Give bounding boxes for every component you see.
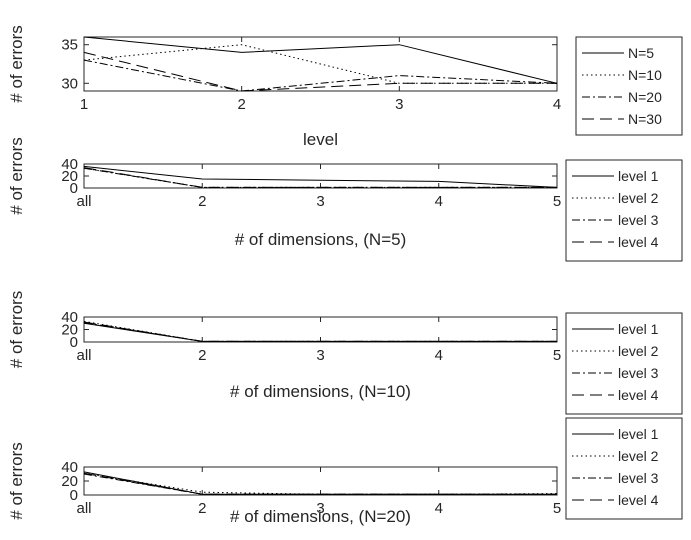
panel-3-xtick-label: 4 — [435, 347, 443, 364]
panel-4-x-axis-label: # of dimensions, (N=20) — [230, 507, 411, 526]
panel-4-legend-label-1: level 1 — [618, 426, 659, 442]
panel-1-ytick-label: 30 — [61, 75, 78, 92]
panel-2-y-axis-label: # of errors — [7, 137, 26, 214]
panel-2-legend-box — [565, 159, 683, 262]
panel-1-xtick-label: 3 — [395, 96, 403, 113]
panel-3-legend-label-2: level 2 — [618, 343, 659, 359]
panel-4-legend-label-4: level 4 — [618, 492, 659, 508]
panel-3-xtick-label: 5 — [553, 347, 561, 364]
panel-3-ytick-label: 20 — [61, 322, 78, 339]
panel-1-legend-label-4: N=30 — [628, 111, 662, 127]
panel-2-legend-label-4: level 4 — [618, 234, 659, 250]
panel-3-legend-label-4: level 4 — [618, 387, 659, 403]
panel-1-legend-label-2: N=10 — [628, 67, 662, 83]
panel-4-legend-box — [565, 417, 683, 520]
panel-3-series-line-3 — [83, 322, 557, 342]
panel-2-ytick-label: 20 — [61, 168, 78, 185]
panel-2-ytick-label: 0 — [70, 180, 78, 197]
panel-1-series-line-2 — [83, 44, 557, 84]
panel-2-xtick-label: 2 — [198, 193, 206, 210]
panel-3-ytick-label: 0 — [70, 334, 78, 351]
panel-4-xtick-label: 2 — [198, 500, 206, 517]
panel-3-x-axis-label: # of dimensions, (N=10) — [230, 382, 411, 401]
panel-4-xtick-label: 4 — [435, 500, 443, 517]
panel-4-xtick-label: 3 — [316, 500, 324, 517]
panel-1-series-line-1 — [83, 36, 558, 84]
panel-4-legend-label-3: level 3 — [618, 470, 659, 486]
panel-4-ytick-label: 20 — [61, 473, 78, 490]
panel-2-series-line-3 — [83, 167, 557, 188]
panel-1-xtick-label: 4 — [553, 96, 561, 113]
panel-2-legend-label-1: level 1 — [618, 168, 659, 184]
panel-1-series-line-4 — [83, 51, 557, 92]
panel-1-y-axis-label: # of errors — [7, 25, 26, 102]
panel-3-y-axis-label: # of errors — [7, 291, 26, 368]
panel-1-x-axis-label: level — [303, 130, 338, 149]
panel-2-ytick-label: 40 — [61, 156, 78, 173]
panel-4-ytick-label: 0 — [70, 487, 78, 504]
panel-3-ytick-label: 40 — [61, 309, 78, 326]
panel-2-xtick-label: 3 — [316, 193, 324, 210]
panel-2-series-line-4 — [83, 167, 557, 188]
panel-1-xtick-label: 1 — [80, 96, 88, 113]
panel-1-legend-label-1: N=5 — [628, 45, 654, 61]
panel-4-ytick-label: 40 — [61, 459, 78, 476]
panel-2-xtick-label: 4 — [435, 193, 443, 210]
panel-3-legend-box — [565, 312, 683, 415]
panel-3-series-line-4 — [83, 321, 557, 342]
panel-2-xtick-label: 5 — [553, 193, 561, 210]
panel-2-legend-label-3: level 3 — [618, 212, 659, 228]
panel-4-xtick-label: 5 — [553, 500, 561, 517]
panel-2-legend-label-2: level 2 — [618, 190, 659, 206]
panel-4-series-line-4 — [83, 472, 557, 495]
panel-1-xtick-label: 2 — [237, 96, 245, 113]
panel-4-legend-label-2: level 2 — [618, 448, 659, 464]
panel-1-series-line-3 — [83, 59, 558, 92]
panel-3-xtick-label: 3 — [316, 347, 324, 364]
panel-3-legend-label-1: level 1 — [618, 321, 659, 337]
panel-3-legend-label-3: level 3 — [618, 365, 659, 381]
panel-4-y-axis-label: # of errors — [7, 442, 26, 519]
panel-4-xtick-label: all — [76, 500, 91, 517]
panel-1-legend-label-3: N=20 — [628, 89, 662, 105]
panel-2-series-line-1 — [83, 165, 558, 188]
panel-2-x-axis-label: # of dimensions, (N=5) — [235, 230, 407, 249]
panel-3-xtick-label: 2 — [198, 347, 206, 364]
panel-3-xtick-label: all — [76, 347, 91, 364]
panel-2-xtick-label: all — [76, 193, 91, 210]
panel-1-ytick-label: 35 — [61, 37, 78, 54]
